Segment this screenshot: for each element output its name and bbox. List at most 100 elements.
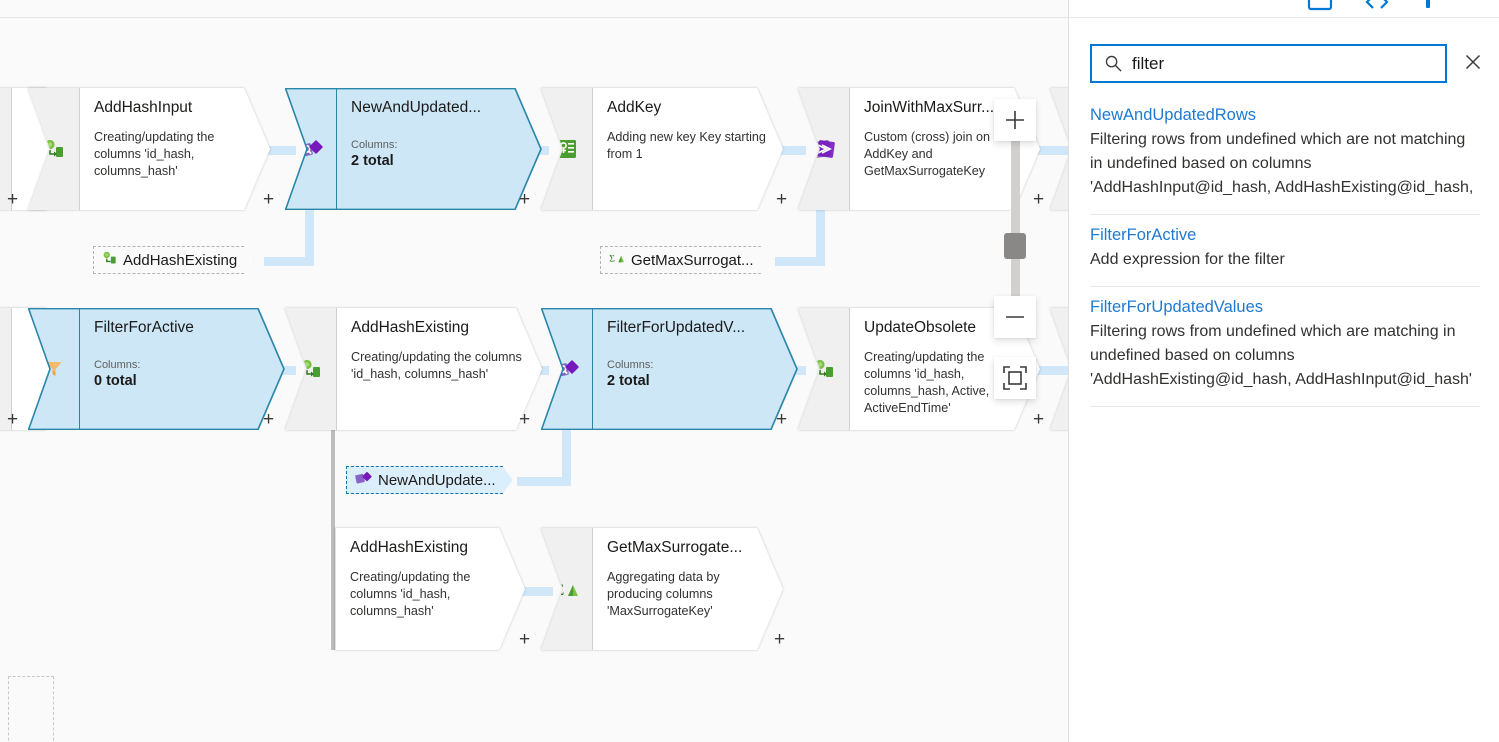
minus-icon xyxy=(1006,316,1024,318)
node-icon-pane xyxy=(1050,308,1068,430)
search-result-item[interactable]: FilterForUpdatedValues Filtering rows fr… xyxy=(1090,287,1480,407)
node-filter-for-active[interactable]: FilterForActive Columns: 0 total xyxy=(28,308,285,430)
node-body: AddKey Adding new key Key starting from … xyxy=(593,88,783,210)
connector-line xyxy=(1018,146,1068,155)
exists-icon xyxy=(285,88,337,210)
connector-line xyxy=(305,210,314,266)
ref-chip-add-hash-existing[interactable]: AddHashExisting xyxy=(93,246,254,274)
add-node-handle[interactable]: + xyxy=(7,409,19,430)
aggregate-icon: Σ xyxy=(541,528,593,650)
add-node-handle[interactable]: + xyxy=(1033,409,1045,430)
node-title: FilterForUpdatedV... xyxy=(607,319,746,336)
node-description: Creating/updating the columns 'id_hash, … xyxy=(94,130,215,178)
filter-icon xyxy=(28,308,80,430)
add-node-handle[interactable]: + xyxy=(263,409,275,430)
node-title: JoinWithMaxSurr... xyxy=(864,99,995,116)
node-description: Creating/updating the columns 'id_hash, … xyxy=(350,570,471,618)
derived-column-icon xyxy=(798,308,850,430)
derived-column-icon xyxy=(102,251,117,269)
search-result-title[interactable]: FilterForUpdatedValues xyxy=(1090,298,1264,316)
node-add-hash-existing-2[interactable]: AddHashExisting Creating/updating the co… xyxy=(335,528,525,650)
node-title: AddKey xyxy=(607,99,662,116)
search-result-title[interactable]: FilterForActive xyxy=(1090,226,1197,244)
surrogate-key-icon xyxy=(541,88,593,210)
ref-chip-label: AddHashExisting xyxy=(123,251,238,269)
node-description: Aggregating data by producing columns 'M… xyxy=(607,570,720,618)
node-filter-for-updated-values[interactable]: FilterForUpdatedV... Columns: 2 total xyxy=(541,308,798,430)
zoom-in-button[interactable] xyxy=(994,99,1036,141)
plus-icon xyxy=(1006,111,1024,129)
svg-text:Σ: Σ xyxy=(609,254,615,265)
add-node-handle[interactable]: + xyxy=(519,409,531,430)
node-add-hash-input[interactable]: AddHashInput Creating/updating the colum… xyxy=(28,88,270,210)
add-node-handle[interactable]: + xyxy=(519,189,531,210)
connector-line xyxy=(775,257,825,266)
node-partial-right-top[interactable] xyxy=(1050,88,1068,210)
connector-line xyxy=(762,146,806,155)
info-icon[interactable] xyxy=(1417,0,1439,17)
node-columns-value: 2 total xyxy=(607,373,650,389)
add-node-handle[interactable]: + xyxy=(7,189,19,210)
node-description: Adding new key Key starting from 1 xyxy=(607,130,766,161)
connector-line xyxy=(248,146,296,155)
fit-to-screen-button[interactable] xyxy=(994,357,1036,399)
search-result-item[interactable]: FilterForActive Add expression for the f… xyxy=(1090,215,1480,287)
data-flow-canvas[interactable]: + AddHashInput Creating/updating the col… xyxy=(0,0,1068,742)
node-title: GetMaxSurrogate... xyxy=(607,539,743,556)
add-node-handle[interactable]: + xyxy=(263,189,275,210)
derived-column-icon xyxy=(285,308,337,430)
fit-to-screen-icon xyxy=(1003,366,1027,390)
search-row xyxy=(1090,44,1490,83)
node-title: FilterForActive xyxy=(94,319,194,336)
close-icon xyxy=(1463,52,1483,75)
add-node-handle[interactable]: + xyxy=(519,629,531,650)
ref-chip-label: GetMaxSurrogat... xyxy=(631,251,754,269)
add-node-handle[interactable]: + xyxy=(1033,189,1045,210)
node-body: AddHashInput Creating/updating the colum… xyxy=(80,88,270,210)
connector-line xyxy=(1018,366,1068,375)
node-body: NewAndUpdated... Columns: 2 total xyxy=(337,88,542,210)
search-input[interactable] xyxy=(1124,52,1429,75)
node-title: UpdateObsolete xyxy=(864,319,977,336)
search-result-item[interactable]: NewAndUpdatedRows Filtering rows from un… xyxy=(1090,95,1480,215)
zoom-out-button[interactable] xyxy=(994,296,1036,338)
derived-column-icon xyxy=(28,88,80,210)
node-columns-label: Columns: xyxy=(607,359,654,371)
node-get-max-surrogate-key[interactable]: Σ GetMaxSurrogate... Aggregating data by… xyxy=(541,528,783,650)
close-search-button[interactable] xyxy=(1456,47,1490,81)
node-partial-right-mid[interactable] xyxy=(1050,308,1068,430)
panel-top-icon-bar xyxy=(1069,0,1499,17)
connector-line xyxy=(517,477,571,486)
node-title: AddHashExisting xyxy=(351,319,470,336)
exists-icon xyxy=(541,308,593,430)
zoom-slider-track[interactable] xyxy=(1011,125,1020,315)
add-node-handle[interactable]: + xyxy=(776,189,788,210)
search-box[interactable] xyxy=(1090,44,1447,83)
node-columns-label: Columns: xyxy=(94,359,141,371)
node-columns-value: 0 total xyxy=(94,373,137,389)
code-icon[interactable] xyxy=(1364,0,1390,17)
canvas-top-divider xyxy=(0,17,1068,18)
zoom-slider-thumb[interactable] xyxy=(1004,233,1026,259)
connector-line xyxy=(517,587,553,596)
node-columns-value: 2 total xyxy=(351,153,394,169)
search-panel: NewAndUpdatedRows Filtering rows from un… xyxy=(1068,0,1499,742)
node-title: AddHashExisting xyxy=(350,539,469,556)
add-node-handle[interactable]: + xyxy=(776,409,788,430)
add-node-handle[interactable]: + xyxy=(774,629,786,650)
node-body: FilterForActive Columns: 0 total xyxy=(80,308,285,430)
search-result-description: Add expression for the filter xyxy=(1090,251,1285,268)
search-result-title[interactable]: NewAndUpdatedRows xyxy=(1090,106,1257,124)
node-icon-pane xyxy=(0,88,12,210)
ref-chip-get-max-surrogate[interactable]: Σ GetMaxSurrogat... xyxy=(600,246,771,274)
node-new-and-updated-rows[interactable]: NewAndUpdated... Columns: 2 total xyxy=(285,88,542,210)
node-add-key[interactable]: AddKey Adding new key Key starting from … xyxy=(541,88,783,210)
node-add-hash-existing[interactable]: AddHashExisting Creating/updating the co… xyxy=(285,308,542,430)
node-title: AddHashInput xyxy=(94,99,193,116)
node-columns-label: Columns: xyxy=(351,139,398,151)
connector-trunk xyxy=(331,430,335,650)
ref-chip-new-and-updated[interactable]: NewAndUpdate... xyxy=(346,466,513,494)
rectangle-icon[interactable] xyxy=(1307,0,1333,17)
canvas-drop-target[interactable] xyxy=(8,676,54,742)
ref-chip-label: NewAndUpdate... xyxy=(378,471,496,489)
